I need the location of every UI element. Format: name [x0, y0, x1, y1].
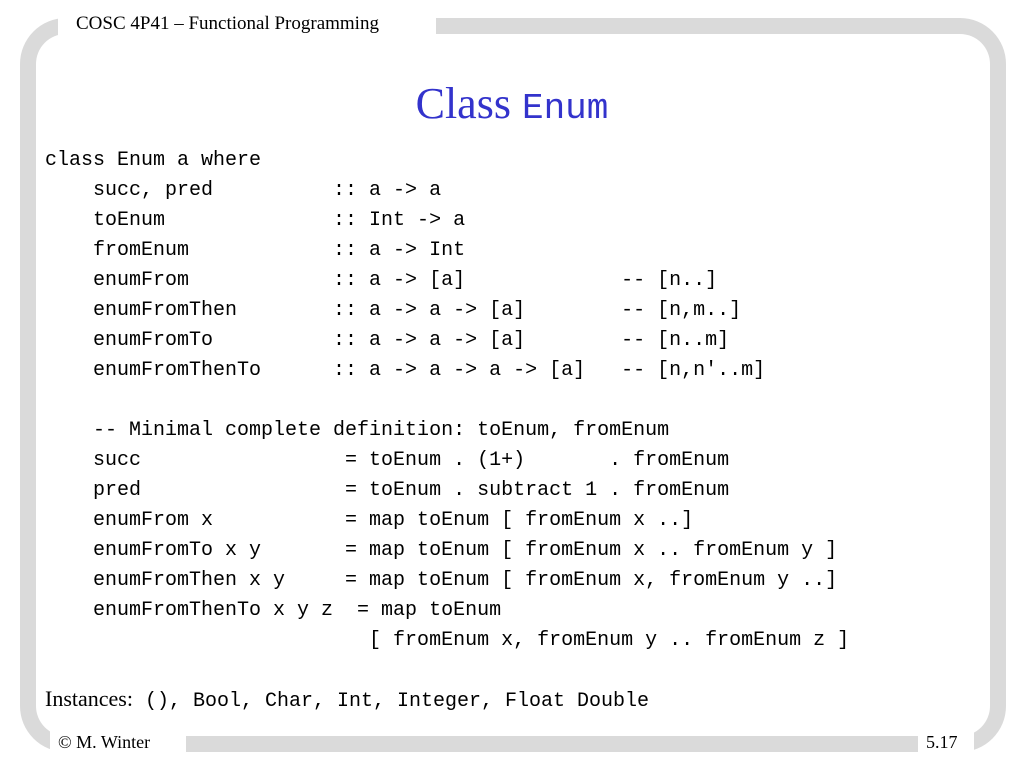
- code-line: enumFromThen :: a -> a -> [a] -- [n,m..]: [45, 299, 742, 322]
- slide-content-area: [36, 34, 990, 736]
- code-line: succ, pred :: a -> a: [45, 179, 442, 202]
- instances-list: (), Bool, Char, Int, Integer, Float Doub…: [132, 690, 650, 713]
- code-line: enumFrom :: a -> [a] -- [n..]: [45, 269, 718, 292]
- slide-number: 5.17: [926, 732, 958, 752]
- code-line: -- Minimal complete definition: toEnum, …: [45, 419, 670, 442]
- author-credit: © M. Winter: [58, 732, 151, 752]
- code-line: enumFromTo :: a -> a -> [a] -- [n..m]: [45, 329, 730, 352]
- code-line: enumFromTo x y = map toEnum [ fromEnum x…: [45, 539, 838, 562]
- code-line: fromEnum :: a -> Int: [45, 239, 466, 262]
- code-line: pred = toEnum . subtract 1 . fromEnum: [45, 479, 730, 502]
- instances-line: Instances: (), Bool, Char, Int, Integer,…: [45, 686, 649, 713]
- footer-right-background: [918, 728, 974, 760]
- code-line: toEnum :: Int -> a: [45, 209, 466, 232]
- code-line: succ = toEnum . (1+) . fromEnum: [45, 449, 730, 472]
- code-line: [ fromEnum x, fromEnum y .. fromEnum z ]: [45, 629, 850, 652]
- slide-title-code: Enum: [521, 88, 609, 129]
- code-line: enumFrom x = map toEnum [ fromEnum x ..]: [45, 509, 694, 532]
- code-line: enumFromThenTo x y z = map toEnum: [45, 599, 502, 622]
- code-line: class Enum a where: [45, 149, 262, 172]
- code-block: class Enum a where succ, pred :: a -> a …: [45, 146, 849, 656]
- code-line-blank: [45, 386, 849, 416]
- course-title: COSC 4P41 – Functional Programming: [76, 13, 379, 34]
- header-background: [58, 10, 436, 42]
- footer-bar: [188, 737, 916, 749]
- code-line: enumFromThen x y = map toEnum [ fromEnum…: [45, 569, 838, 592]
- slide-title-text: Class: [415, 79, 522, 128]
- slide-title: Class Enum: [0, 78, 1024, 129]
- footer-left-background: [50, 728, 186, 760]
- code-line: enumFromThenTo :: a -> a -> a -> [a] -- …: [45, 359, 766, 382]
- instances-label: Instances:: [45, 686, 133, 711]
